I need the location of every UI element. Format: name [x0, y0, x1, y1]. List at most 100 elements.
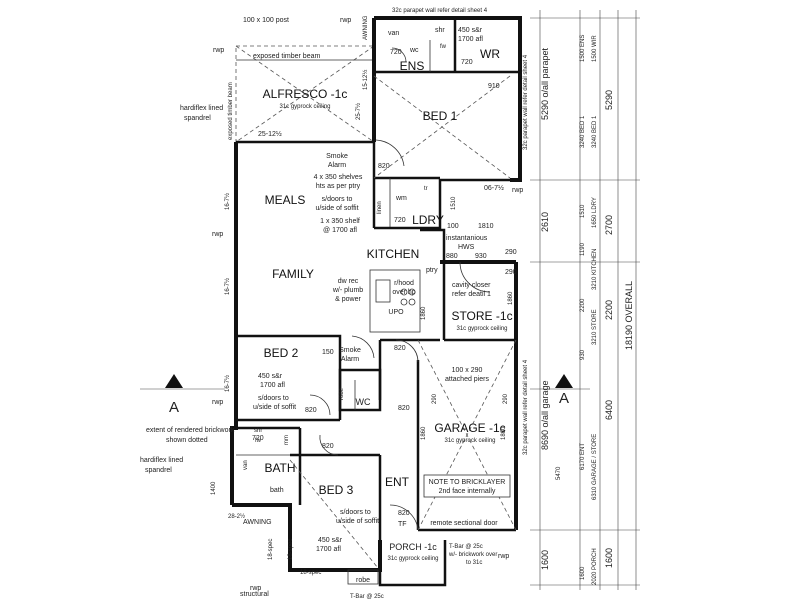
room-ldry: LDRY	[412, 213, 444, 227]
note-bed3-sr-2: u/side of soffit	[336, 518, 379, 525]
dim-col2-4: 1510	[580, 204, 586, 218]
dim-col2-8: 2200	[580, 298, 586, 312]
room-porch: PORCH -1c	[389, 542, 437, 552]
dim-820-c: 820	[305, 407, 317, 414]
note-spandrel-2: spandrel	[145, 467, 172, 474]
note-dw-1: dw rec	[338, 278, 359, 285]
note-parapet-right-1: 32c parapet wall refer detail sheet 4	[523, 54, 529, 150]
rwp-marker-7: rwp	[498, 553, 509, 560]
slope-c: 06-7½	[484, 184, 504, 192]
dim-col2-15: 2020 PORCH	[592, 548, 598, 585]
dim-column-detail: 1500 ENS 1500 WIR 3240 BED 1 3240 BED 1 …	[556, 35, 598, 585]
fixture-upo: UPO	[388, 309, 404, 316]
note-rhood-1: r/hood	[394, 280, 414, 287]
note-bed2-sr-1: 450 s&r	[258, 373, 283, 380]
dim-150: 150	[322, 349, 334, 356]
dim-1860-c: 1860	[421, 426, 427, 440]
fixture-fw-2: fw	[255, 438, 262, 444]
fixture-ptry: ptry	[426, 267, 438, 274]
slope-g: 28-2½	[228, 513, 245, 520]
dim-col2-13: 6310 GARAGE / STORE	[592, 434, 598, 500]
dim-100: 100	[447, 223, 459, 230]
dim-col1-3: 1600	[540, 550, 550, 570]
note-sdoors-2: u/side of soffit	[315, 205, 358, 212]
slope-f: 16-7½	[224, 375, 231, 392]
note-bricklayer-2: 2nd face internally	[439, 488, 496, 495]
room-store: STORE -1c	[451, 309, 512, 323]
rwp-marker-1: rwp	[340, 17, 351, 24]
room-kitchen: KITCHEN	[367, 247, 420, 261]
room-alfresco: ALFRESCO -1c	[263, 87, 348, 101]
fixture-fw-1: fw	[440, 44, 447, 50]
dim-col3-1: 2700	[604, 215, 614, 235]
dim-820-e: 820	[398, 405, 410, 412]
note-shelf-a: 1 x 350 shelf	[320, 218, 360, 225]
note-rhood-2: over hp	[392, 289, 415, 296]
dim-720-a: 720	[390, 49, 402, 56]
rwp-marker-6: rwp	[250, 585, 261, 592]
slope-h: 15-12½	[362, 70, 369, 90]
note-shelves-2: hts as per ptry	[316, 183, 361, 190]
internal-walls	[236, 18, 520, 585]
fixture-tr: tr	[424, 186, 428, 192]
dim-col3-3: 6400	[604, 400, 614, 420]
note-extent-2: shown dotted	[166, 437, 208, 444]
dim-290-d: 290	[503, 393, 509, 404]
dim-col2-7: 3210 KITCHEN	[592, 249, 598, 290]
porch-ceiling: 31c gyprock ceiling	[387, 556, 438, 562]
note-tbar-3: to 31c	[466, 560, 482, 566]
room-garage: GARAGE -1c	[434, 421, 505, 435]
dim-col2-3: 3240 BED 1	[592, 115, 598, 148]
dim-820-a: 820	[378, 163, 390, 170]
dim-col2-9: 3210 STORE	[592, 309, 598, 345]
note-smoke-2b: Alarm	[341, 356, 359, 363]
note-piers-2: attached piers	[445, 376, 489, 383]
note-sdoors-1: s/doors to	[322, 196, 353, 203]
rwp-marker-4: rwp	[212, 231, 223, 238]
dim-1860-b: 1860	[501, 426, 507, 440]
fixture-bath: bath	[270, 487, 284, 494]
note-shelf-b: @ 1700 afl	[323, 227, 357, 234]
dim-1860-d: 1860	[421, 306, 427, 320]
note-bed2-sr-4: u/side of soffit	[253, 404, 296, 411]
dim-column-outer: 5290 o/all parapet 2610 8690 o/all garag…	[540, 47, 550, 570]
note-exposed-beam-vertical: exposed timber beam	[228, 82, 234, 140]
note-smoke-1b: Alarm	[328, 162, 346, 169]
fixture-mm: mm	[284, 435, 290, 445]
dim-820-f: 820	[398, 510, 410, 517]
note-piers-1: 100 x 290	[452, 367, 483, 374]
dim-930: 930	[475, 253, 487, 260]
dim-290-b: 290	[505, 269, 517, 276]
dim-col1-1: 2610	[540, 212, 550, 232]
fixture-linen: linen	[377, 201, 383, 214]
section-marker-right: A	[530, 374, 590, 407]
right-dimension-lines	[530, 10, 640, 590]
note-tbar-4: T-Bar @ 25c	[350, 594, 384, 600]
dim-820-d: 820	[322, 443, 334, 450]
note-hardiflex-1: hardiflex lined	[180, 105, 223, 112]
note-smoke-2a: Smoke	[339, 347, 361, 354]
note-awning-1: AWNING	[243, 519, 272, 526]
dim-1810: 1810	[478, 223, 494, 230]
room-wc: WC	[356, 397, 371, 407]
dim-col1-0: 5290 o/all parapet	[540, 47, 550, 120]
room-family: FAMILY	[272, 267, 314, 281]
note-ens-sr-2: 1700 afl	[458, 36, 483, 43]
note-bed2-sr-3: s/doors to	[258, 395, 289, 402]
section-marker-left: A	[140, 374, 225, 416]
dim-1510: 1510	[451, 196, 457, 210]
note-spandrel-1: spandrel	[184, 115, 211, 122]
section-label-left: A	[169, 399, 179, 416]
dim-col2-5: 1650 LDRY	[592, 197, 598, 228]
dim-290-c: 290	[432, 393, 438, 404]
room-bath: BATH	[264, 461, 295, 475]
fixture-van-2: van	[243, 460, 249, 470]
dim-col2-2: 3240 BED 1	[580, 115, 586, 148]
fixture-robe-2: robe	[356, 577, 370, 584]
dim-290-a: 290	[505, 249, 517, 256]
note-exposed-beam: exposed timber beam	[253, 53, 320, 60]
dim-col2-14: 1600	[580, 566, 586, 580]
dim-720-c: 720	[394, 217, 406, 224]
dim-720-b: 720	[461, 59, 473, 66]
note-awning-2: AWNING	[363, 15, 369, 40]
